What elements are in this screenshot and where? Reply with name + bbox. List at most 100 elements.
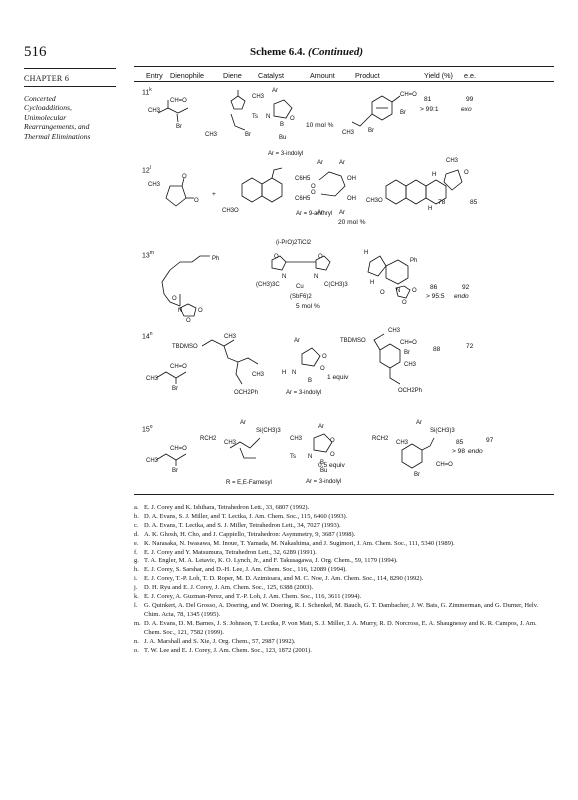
entry-15-catalyst-structure: CH3 Ar O Ts N O B Bu (290, 424, 335, 474)
svg-text:N: N (292, 370, 296, 376)
chapter-rule-bottom (24, 86, 116, 87)
reference-item: b.D. A. Evans, S. J. Miller, and T. Lect… (134, 512, 348, 520)
entry-11-diene-structure: CH3 Br (205, 90, 251, 138)
svg-text:CH3: CH3 (148, 182, 161, 188)
svg-text:O: O (318, 254, 323, 260)
svg-text:Br: Br (172, 386, 178, 392)
svg-text:O: O (172, 296, 177, 302)
entry-15-ee: 97 (486, 437, 494, 444)
svg-text:Ph: Ph (212, 256, 219, 262)
svg-text:H: H (370, 280, 374, 286)
svg-text:Ar: Ar (272, 88, 278, 94)
entry-14-catalyst-structure: Ar H N O O B (282, 338, 327, 384)
entry-12-catalyst-structure: Ar Ar C6H5 O OH C6H5 O OH Ar Ar (295, 160, 356, 216)
svg-text:CH=O: CH=O (170, 364, 187, 370)
entry-12-product-structure: CH3 O CH3O H H (366, 158, 469, 212)
entry-15-product-structure: Ar Si(CH3)3 RCH2 CH3 CH=O Br (372, 420, 455, 478)
svg-text:CH3O: CH3O (222, 208, 239, 214)
svg-text:Br: Br (245, 132, 251, 138)
svg-text:OH: OH (347, 176, 356, 182)
entry-12-note: Ar = 9-anthryl (296, 211, 333, 217)
svg-text:Ar: Ar (317, 160, 323, 166)
entry-13-yield: 86 (430, 284, 438, 291)
entry-number: 11k (142, 87, 152, 97)
entry-13-product-structure: H Ph H O N O O (364, 250, 417, 306)
svg-text:O: O (464, 170, 469, 176)
svg-text:Br: Br (404, 350, 410, 356)
header-rule (134, 81, 554, 82)
svg-text:OCH2Ph: OCH2Ph (234, 390, 258, 396)
svg-text:Ar: Ar (294, 338, 300, 344)
svg-text:O: O (311, 184, 316, 190)
svg-text:Bu: Bu (279, 135, 286, 141)
svg-text:C(CH3)3: C(CH3)3 (324, 282, 348, 288)
svg-text:O: O (194, 198, 199, 204)
svg-text:CH=O: CH=O (170, 98, 187, 104)
entry-11-product-structure: CH=O Br CH3 Br (342, 92, 417, 136)
svg-text:N: N (282, 274, 286, 280)
svg-text:O: O (412, 288, 417, 294)
chapter-label: CHAPTER 6 (24, 74, 70, 83)
svg-text:CH=O: CH=O (436, 462, 453, 468)
entry-13-catalyst-structure: O O (CH3)3C N N C(CH3)3 Cu (SbF6)2 (256, 254, 348, 300)
subject-line: Thermal Eliminations (24, 131, 91, 141)
reference-item: i.E. J. Corey, T.-P. Loh, T. D. Roper, M… (134, 575, 424, 583)
entry-12-diene-structure: CH3O (222, 167, 283, 214)
svg-text:O: O (322, 354, 327, 360)
entry-13-ratio: > 95:5 (426, 293, 445, 300)
reference-item: a.E. J. Corey and K. Ishihara, Tetrahedr… (134, 504, 310, 511)
scheme-continued: (Continued) (308, 46, 364, 58)
scheme-title: Scheme 6.4. (Continued) (250, 46, 363, 58)
svg-text:CH3: CH3 (290, 436, 303, 442)
chapter-rule (24, 68, 116, 69)
svg-text:OCH2Ph: OCH2Ph (398, 388, 422, 394)
reference-item: d.A. K. Ghosh, H. Cho, and J. Cappiello,… (134, 530, 356, 538)
svg-text:N: N (314, 274, 318, 280)
entry-12-plus: + (212, 191, 216, 198)
svg-text:Ar: Ar (339, 210, 345, 216)
chapter-subject: Concerted Cycloadditions, Unimolecular R… (24, 94, 116, 141)
svg-text:RCH2: RCH2 (372, 436, 389, 442)
svg-text:H: H (364, 250, 368, 256)
entry-14-dienophile-structure: CH=O CH3 Br (146, 364, 187, 392)
reference-item: e.K. Narasaka, N. Iwasawa, M. Inoue, T. … (134, 539, 455, 547)
reference-item: k.E. J. Corey, A. Guzman-Perez, and T.-P… (134, 593, 362, 601)
svg-text:Br: Br (368, 128, 374, 134)
svg-text:CH3: CH3 (205, 132, 218, 138)
svg-text:Ts: Ts (252, 114, 258, 120)
entry-13-ee-note: endo (454, 293, 469, 300)
svg-text:CH3: CH3 (148, 108, 161, 114)
entry-11-ratio: > 99:1 (420, 106, 439, 113)
svg-text:CH3: CH3 (146, 376, 159, 382)
entry-15-amount: 0.5 equiv (318, 462, 345, 469)
entry-14-yield: 88 (433, 346, 441, 353)
entry-11-yield: 81 (424, 96, 432, 103)
svg-text:B: B (320, 460, 324, 466)
svg-text:CH3: CH3 (252, 372, 265, 378)
svg-text:N: N (396, 288, 400, 294)
subject-line: Concerted (24, 94, 56, 103)
reference-item: j.D. H. Ryu and E. J. Corey, J. Am. Chem… (134, 584, 314, 592)
entry-13-ee: 92 (462, 284, 470, 291)
svg-text:H: H (432, 172, 436, 178)
svg-text:N: N (266, 114, 270, 120)
reference-item: l.G. Quinkert, A. Del Grosso, A. Doering… (134, 601, 539, 618)
reference-item: c.D. A. Evans, T. Lectka, and S. J. Mill… (134, 521, 341, 529)
svg-text:CH3: CH3 (388, 328, 401, 334)
svg-text:CH3: CH3 (396, 440, 409, 446)
svg-text:(SbF6)2: (SbF6)2 (290, 294, 312, 300)
entry-number: 15o (142, 424, 153, 434)
entry-15-note: Ar = 3-indolyl (306, 479, 342, 485)
scheme-label: Scheme 6.4. (250, 46, 306, 58)
svg-text:CH3: CH3 (404, 362, 417, 368)
svg-text:Ar: Ar (318, 424, 324, 430)
svg-text:Si(CH3)3: Si(CH3)3 (430, 428, 455, 434)
svg-text:Ar: Ar (317, 210, 323, 216)
col-header-amount: Amount (310, 71, 335, 80)
entry-13-amount: 5 mol % (296, 303, 320, 310)
reference-item: o.T. W. Lee and E. J. Corey, J. Am. Chem… (134, 646, 312, 654)
entry-11-catalyst-structure: CH3 Ar Ts N O B Bu (252, 88, 295, 141)
scheme-top-rule (134, 66, 554, 67)
entry-15-yield: 85 (456, 439, 464, 446)
entry-14-ee: 72 (466, 343, 474, 350)
